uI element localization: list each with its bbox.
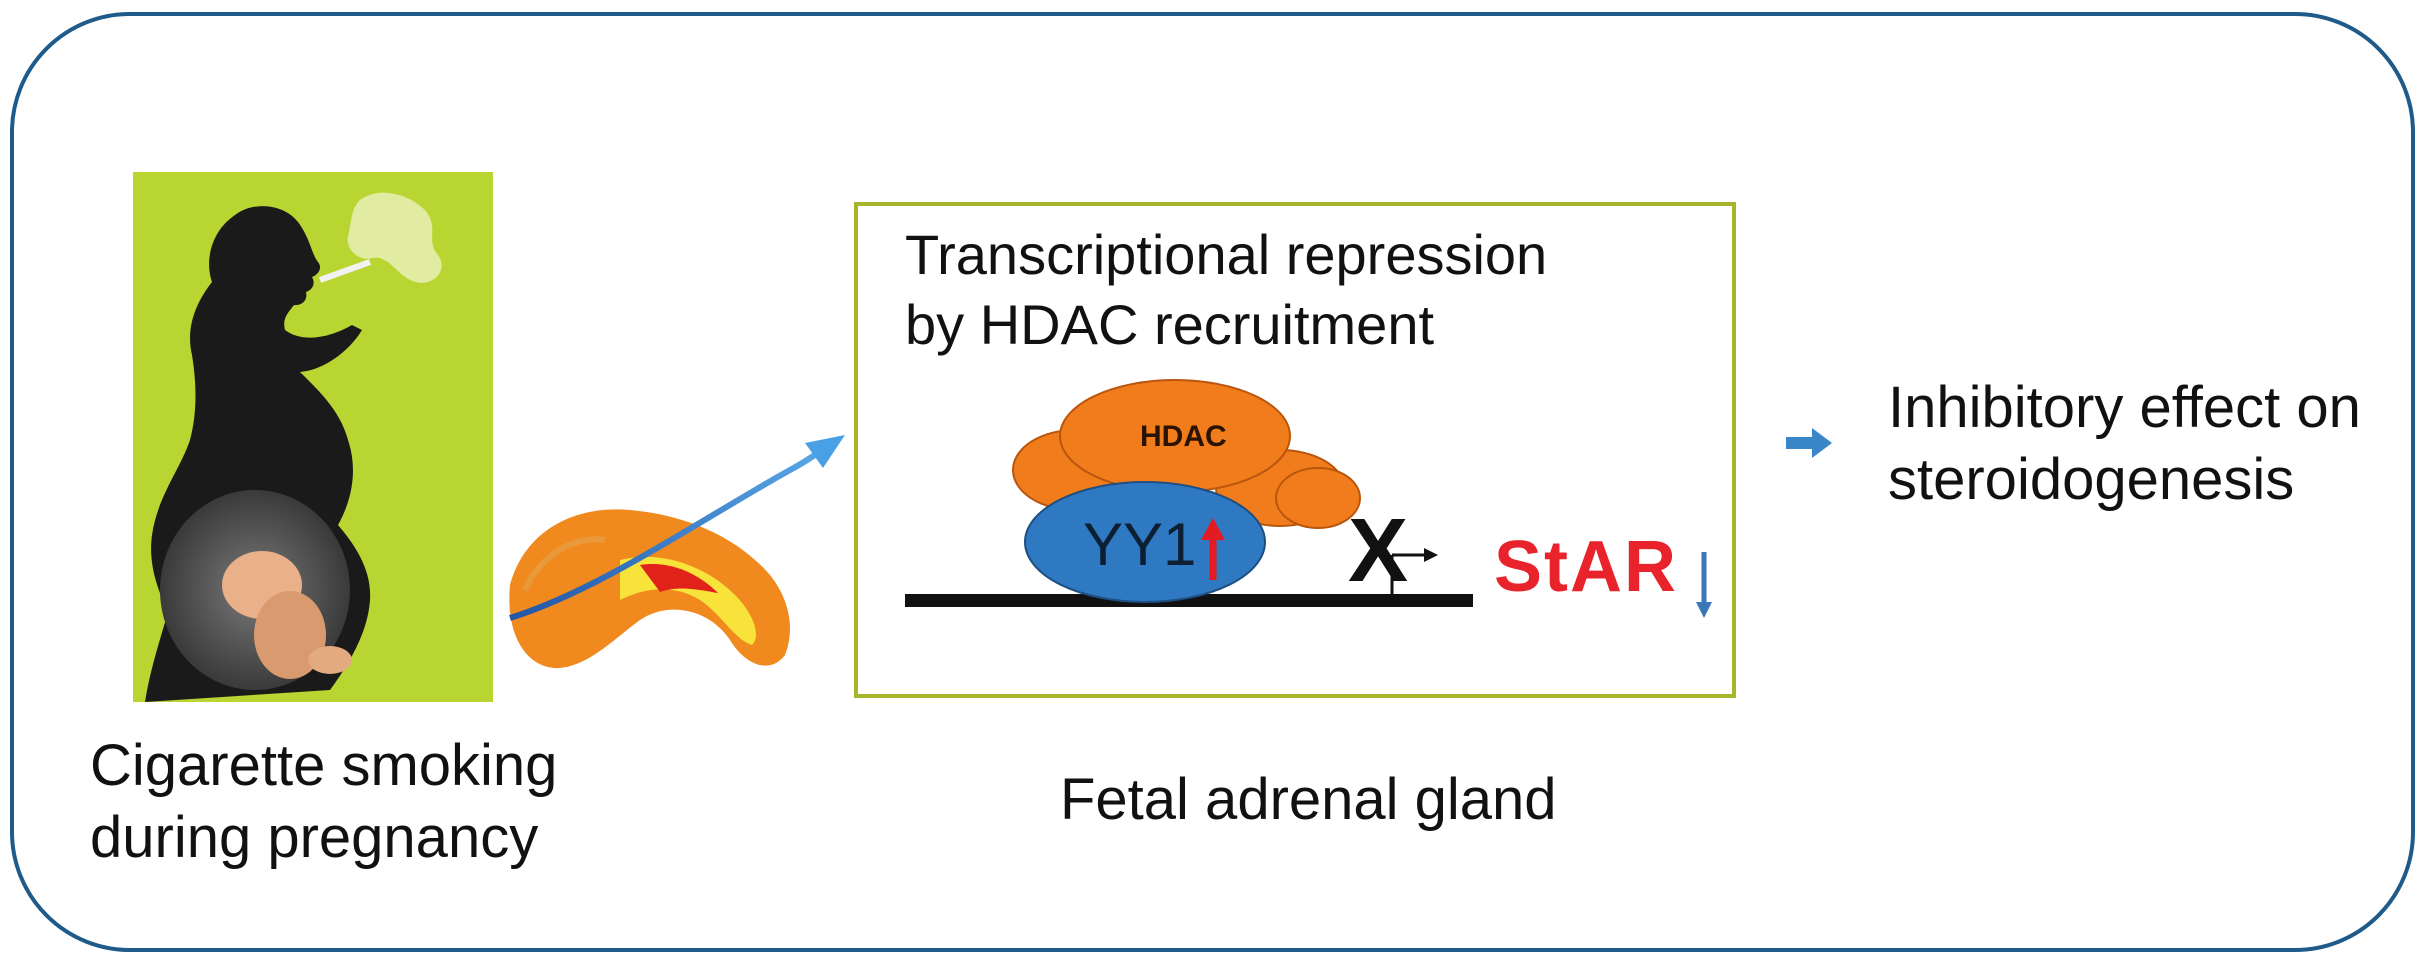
yy1-protein xyxy=(1024,481,1266,603)
effect-caption-line-2: steroidogenesis xyxy=(1888,447,2295,512)
smoking-caption: Cigarette smoking during pregnancy xyxy=(90,730,557,874)
hdac-complex xyxy=(1012,379,1361,529)
effect-caption: Inhibitory effect on steroidogenesis xyxy=(1888,372,2361,516)
box-title-line-2: by HDAC recruitment xyxy=(905,293,1435,356)
effect-arrow-icon xyxy=(1786,428,1832,458)
repression-box xyxy=(854,202,1736,698)
smoking-caption-line-1: Cigarette smoking xyxy=(90,733,558,798)
yy1-label: YY1 xyxy=(1083,511,1197,578)
promoter-arrowhead xyxy=(1424,548,1438,562)
gland-to-box-arrow xyxy=(509,447,824,621)
effect-caption-line-1: Inhibitory effect on xyxy=(1888,375,2361,440)
box-title: Transcriptional repression by HDAC recru… xyxy=(905,220,1547,360)
smoking-caption-line-2: during pregnancy xyxy=(90,805,539,870)
cigarette xyxy=(318,259,372,283)
fetus-body xyxy=(254,591,326,679)
yy1-up-arrow-head xyxy=(1201,518,1225,540)
smoke-plume xyxy=(347,192,442,283)
star-down-arrow-head xyxy=(1696,602,1712,618)
adrenal-red-core xyxy=(640,564,718,593)
adrenal-gland-illustration xyxy=(509,509,790,669)
gland-to-box-arrowhead xyxy=(805,435,845,468)
hdac-lobe-tip xyxy=(1275,467,1361,529)
block-mark: X xyxy=(1348,501,1409,601)
hdac-label: HDAC xyxy=(1140,420,1227,453)
diagram-frame xyxy=(10,12,2415,952)
smoking-pregnancy-illustration xyxy=(133,172,493,702)
adrenal-texture xyxy=(522,536,606,592)
star-label: StAR xyxy=(1494,527,1678,607)
dna-strand xyxy=(905,594,1473,607)
box-title-line-1: Transcriptional repression xyxy=(905,223,1548,286)
fetal-adrenal-caption: Fetal adrenal gland xyxy=(1060,767,1557,832)
fetus-leg xyxy=(308,646,352,674)
